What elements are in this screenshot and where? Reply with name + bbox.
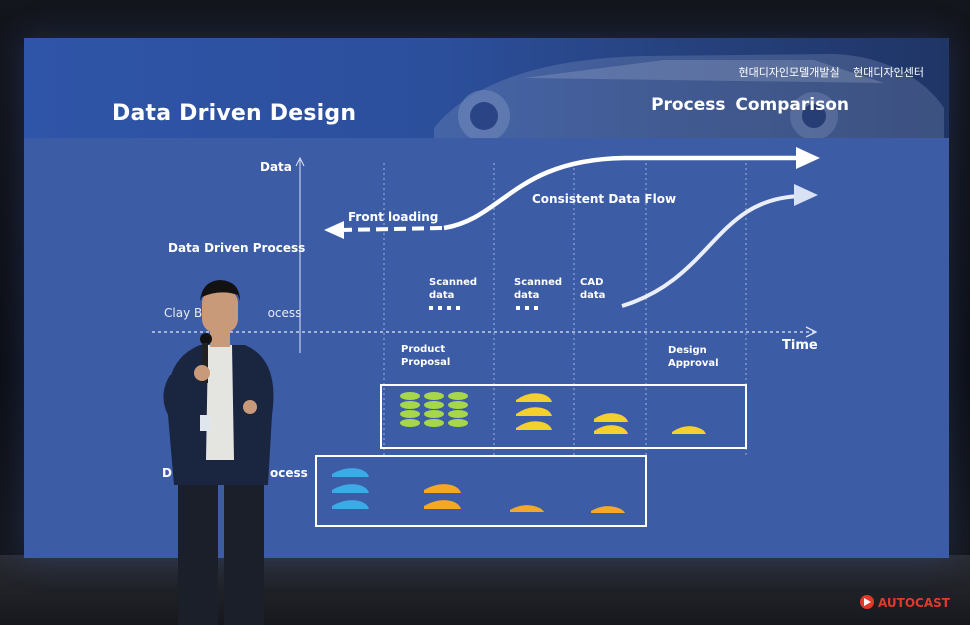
green-car-models <box>400 392 468 427</box>
x-axis-arrowhead <box>805 326 818 338</box>
product-proposal-label: Product Proposal <box>401 344 451 368</box>
slide-subtitle: Process Comparison <box>651 95 849 115</box>
autocast-logo: AUTOCAST <box>860 595 951 610</box>
diagram-lines <box>152 147 820 527</box>
blue-car-models <box>332 468 369 509</box>
y-axis-arrowhead <box>295 156 305 167</box>
cad-data-label: CAD data <box>580 277 606 301</box>
stage-floor <box>0 555 970 625</box>
data-driven-process-label: Data Driven Process <box>168 241 306 255</box>
clay-process-box <box>315 455 647 527</box>
slide-title: Data Driven Design <box>112 101 357 126</box>
consistent-flow-arrow <box>443 155 804 231</box>
orange-car-models <box>424 484 625 513</box>
presenter-person <box>163 280 274 625</box>
front-loading-arrowhead <box>324 221 344 239</box>
svg-text:AUTOCAST: AUTOCAST <box>878 596 951 610</box>
scanned-data-label-1: Scanned data <box>429 277 478 301</box>
scanned-data-label-2: Scanned data <box>514 277 563 301</box>
front-loading-arrow <box>341 226 443 232</box>
scanned-data-markers <box>429 306 538 310</box>
data-driven-process-box <box>380 384 747 449</box>
org-labels: 현대디자인모델개발실 현대디자인센터 <box>738 66 924 79</box>
front-loading-label: Front loading <box>348 210 439 224</box>
consistent-data-flow-label: Consistent Data Flow <box>532 192 677 206</box>
projection-screen: Data Driven Design 현대디자인모델개발실 현대디자인센터 Pr… <box>24 38 949 558</box>
design-approval-label: Design Approval <box>668 345 719 369</box>
x-axis-label: Time <box>782 338 818 353</box>
y-axis-label: Data <box>260 160 292 174</box>
cad-flow-arrow <box>621 194 803 308</box>
car-background-image <box>434 54 944 138</box>
yellow-car-models <box>516 393 706 434</box>
consistent-flow-arrowhead <box>796 147 820 169</box>
cad-flow-arrowhead <box>794 184 818 206</box>
